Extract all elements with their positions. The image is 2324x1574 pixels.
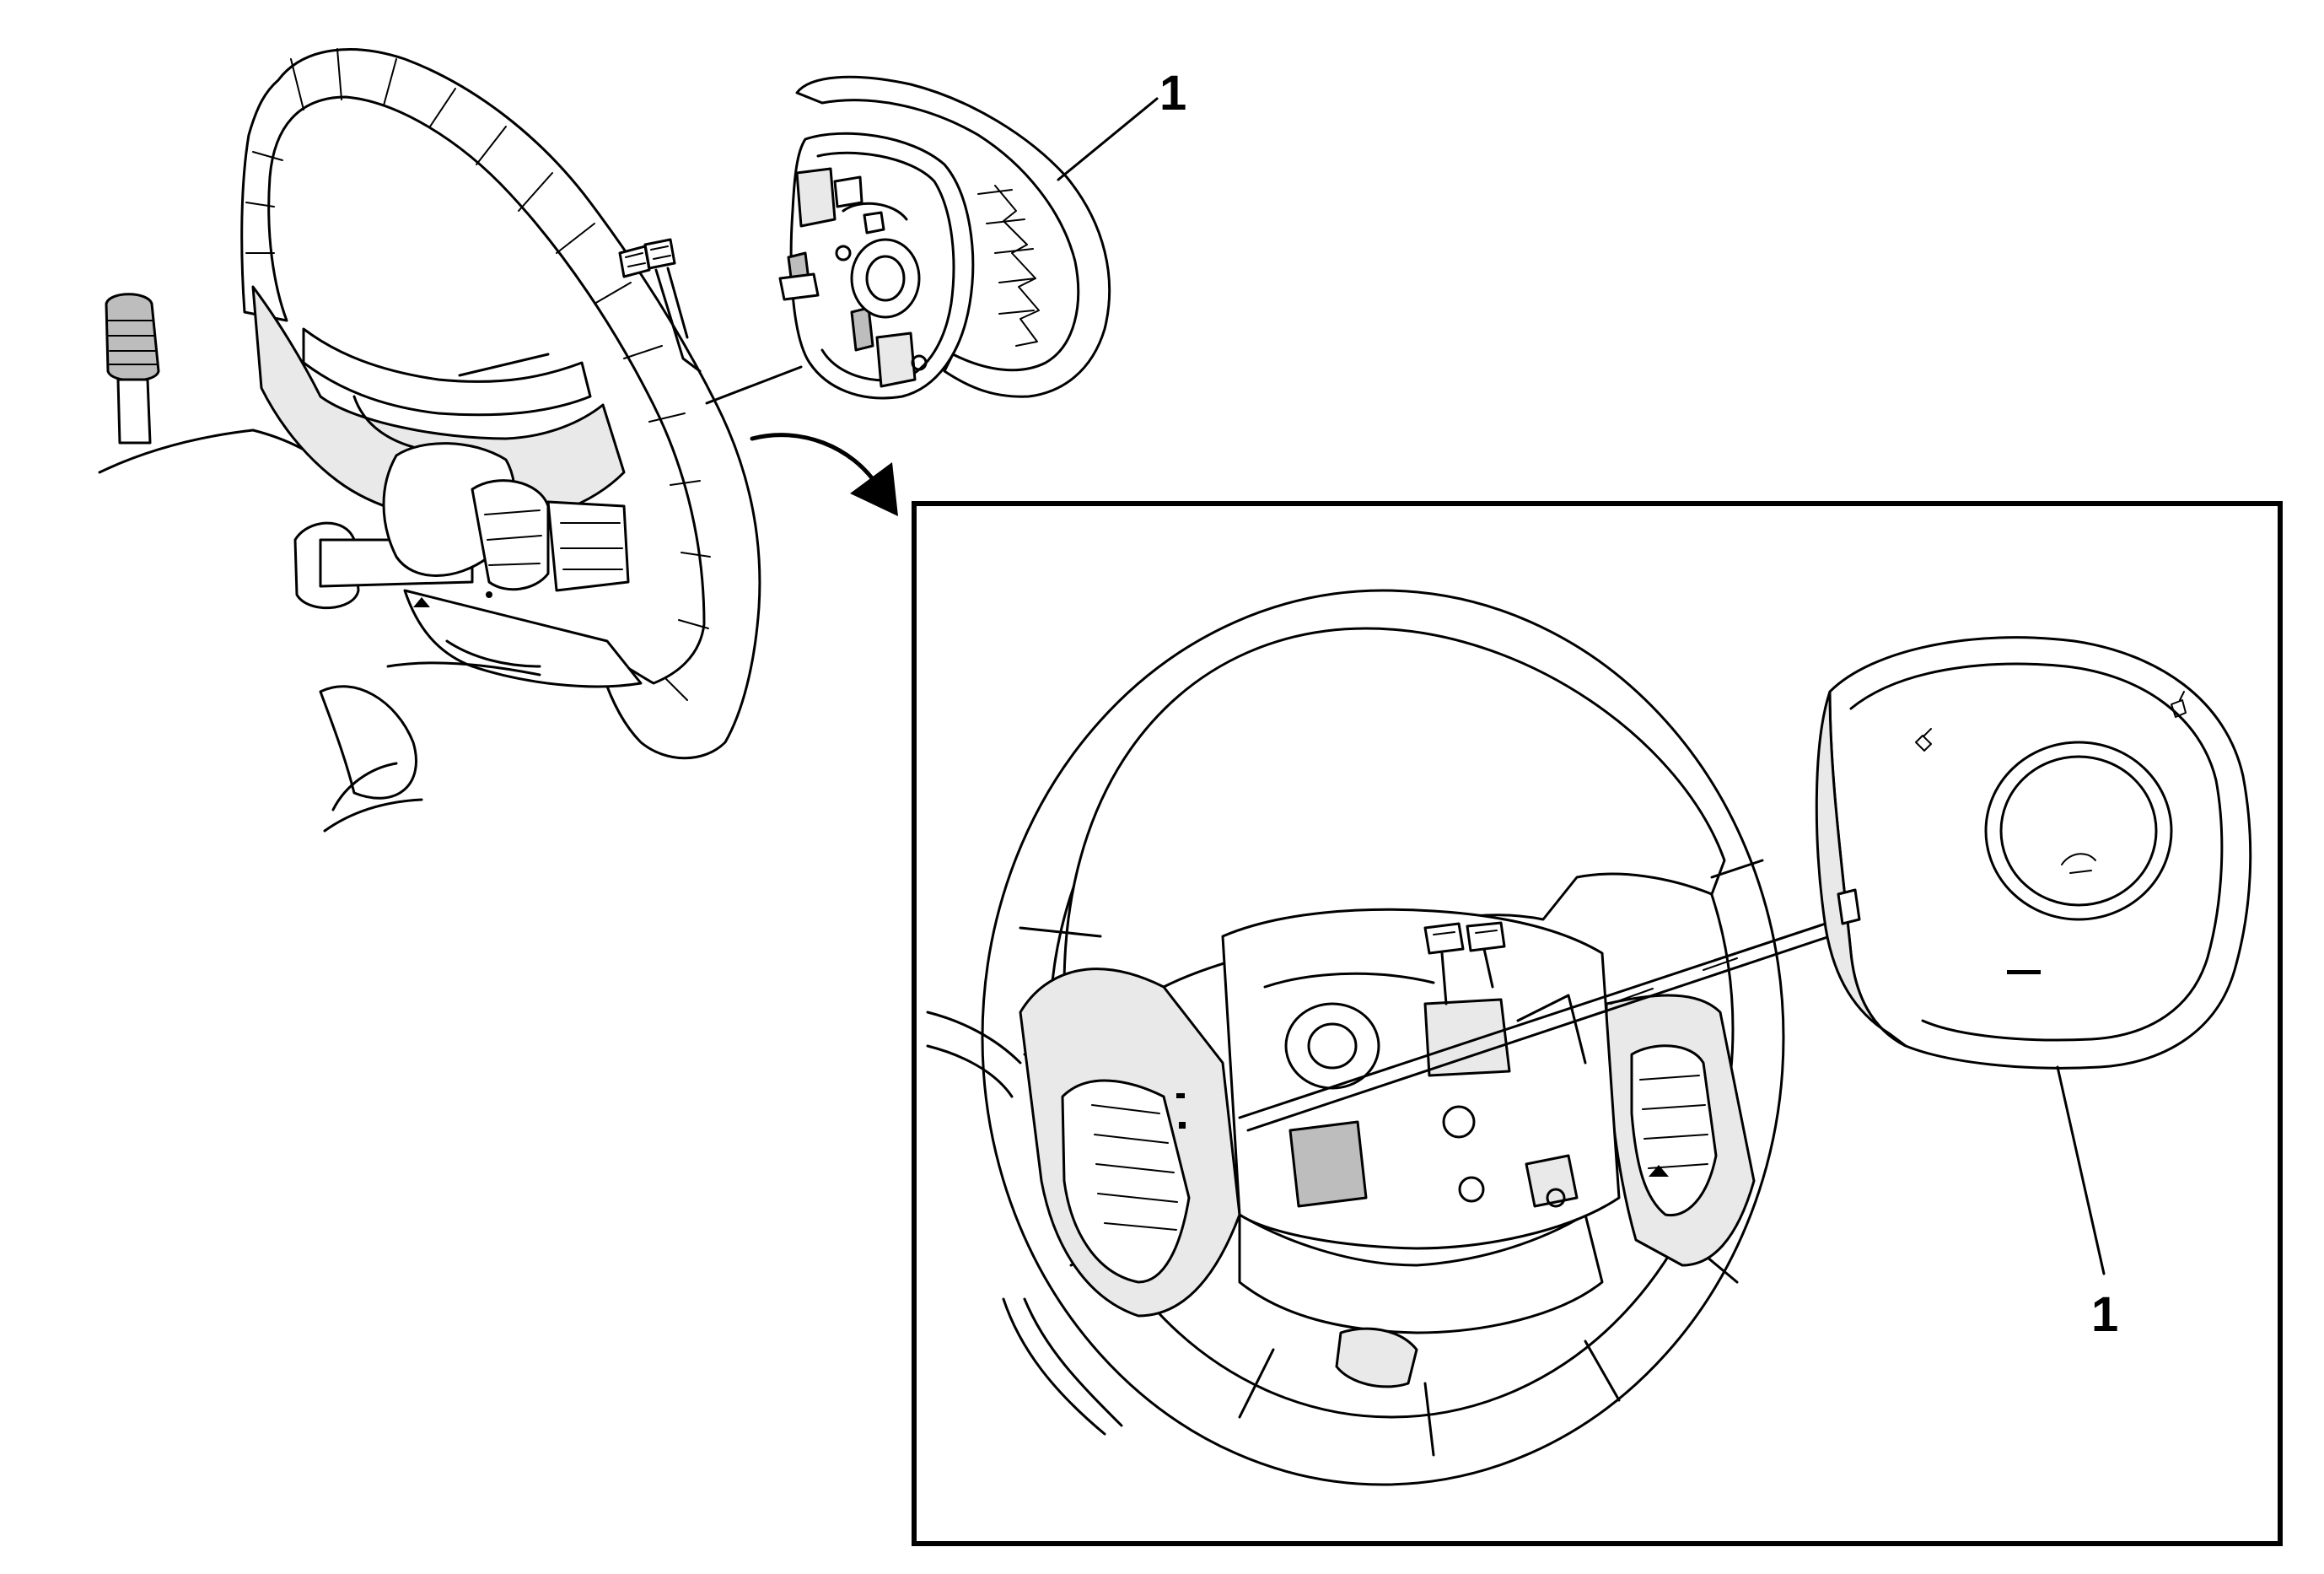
callout-airbag-top: 1 bbox=[1057, 66, 1186, 181]
turn-signal-stalk bbox=[105, 293, 160, 445]
airbag-module-detail bbox=[1815, 636, 2252, 1070]
airbag-connector-top bbox=[618, 238, 702, 373]
callout-airbag-detail: 1 bbox=[2056, 1065, 2118, 1342]
airbag-connector-detail bbox=[1423, 921, 1506, 1005]
steering-wheel-detail bbox=[926, 589, 1844, 1486]
callout-label: 1 bbox=[2091, 1287, 2118, 1342]
detail-arrow bbox=[750, 433, 898, 516]
detail-frame bbox=[912, 501, 2283, 1546]
callout-label: 1 bbox=[1159, 66, 1186, 121]
airbag-module-top bbox=[778, 75, 1111, 400]
steering-wheel-top bbox=[240, 48, 761, 760]
